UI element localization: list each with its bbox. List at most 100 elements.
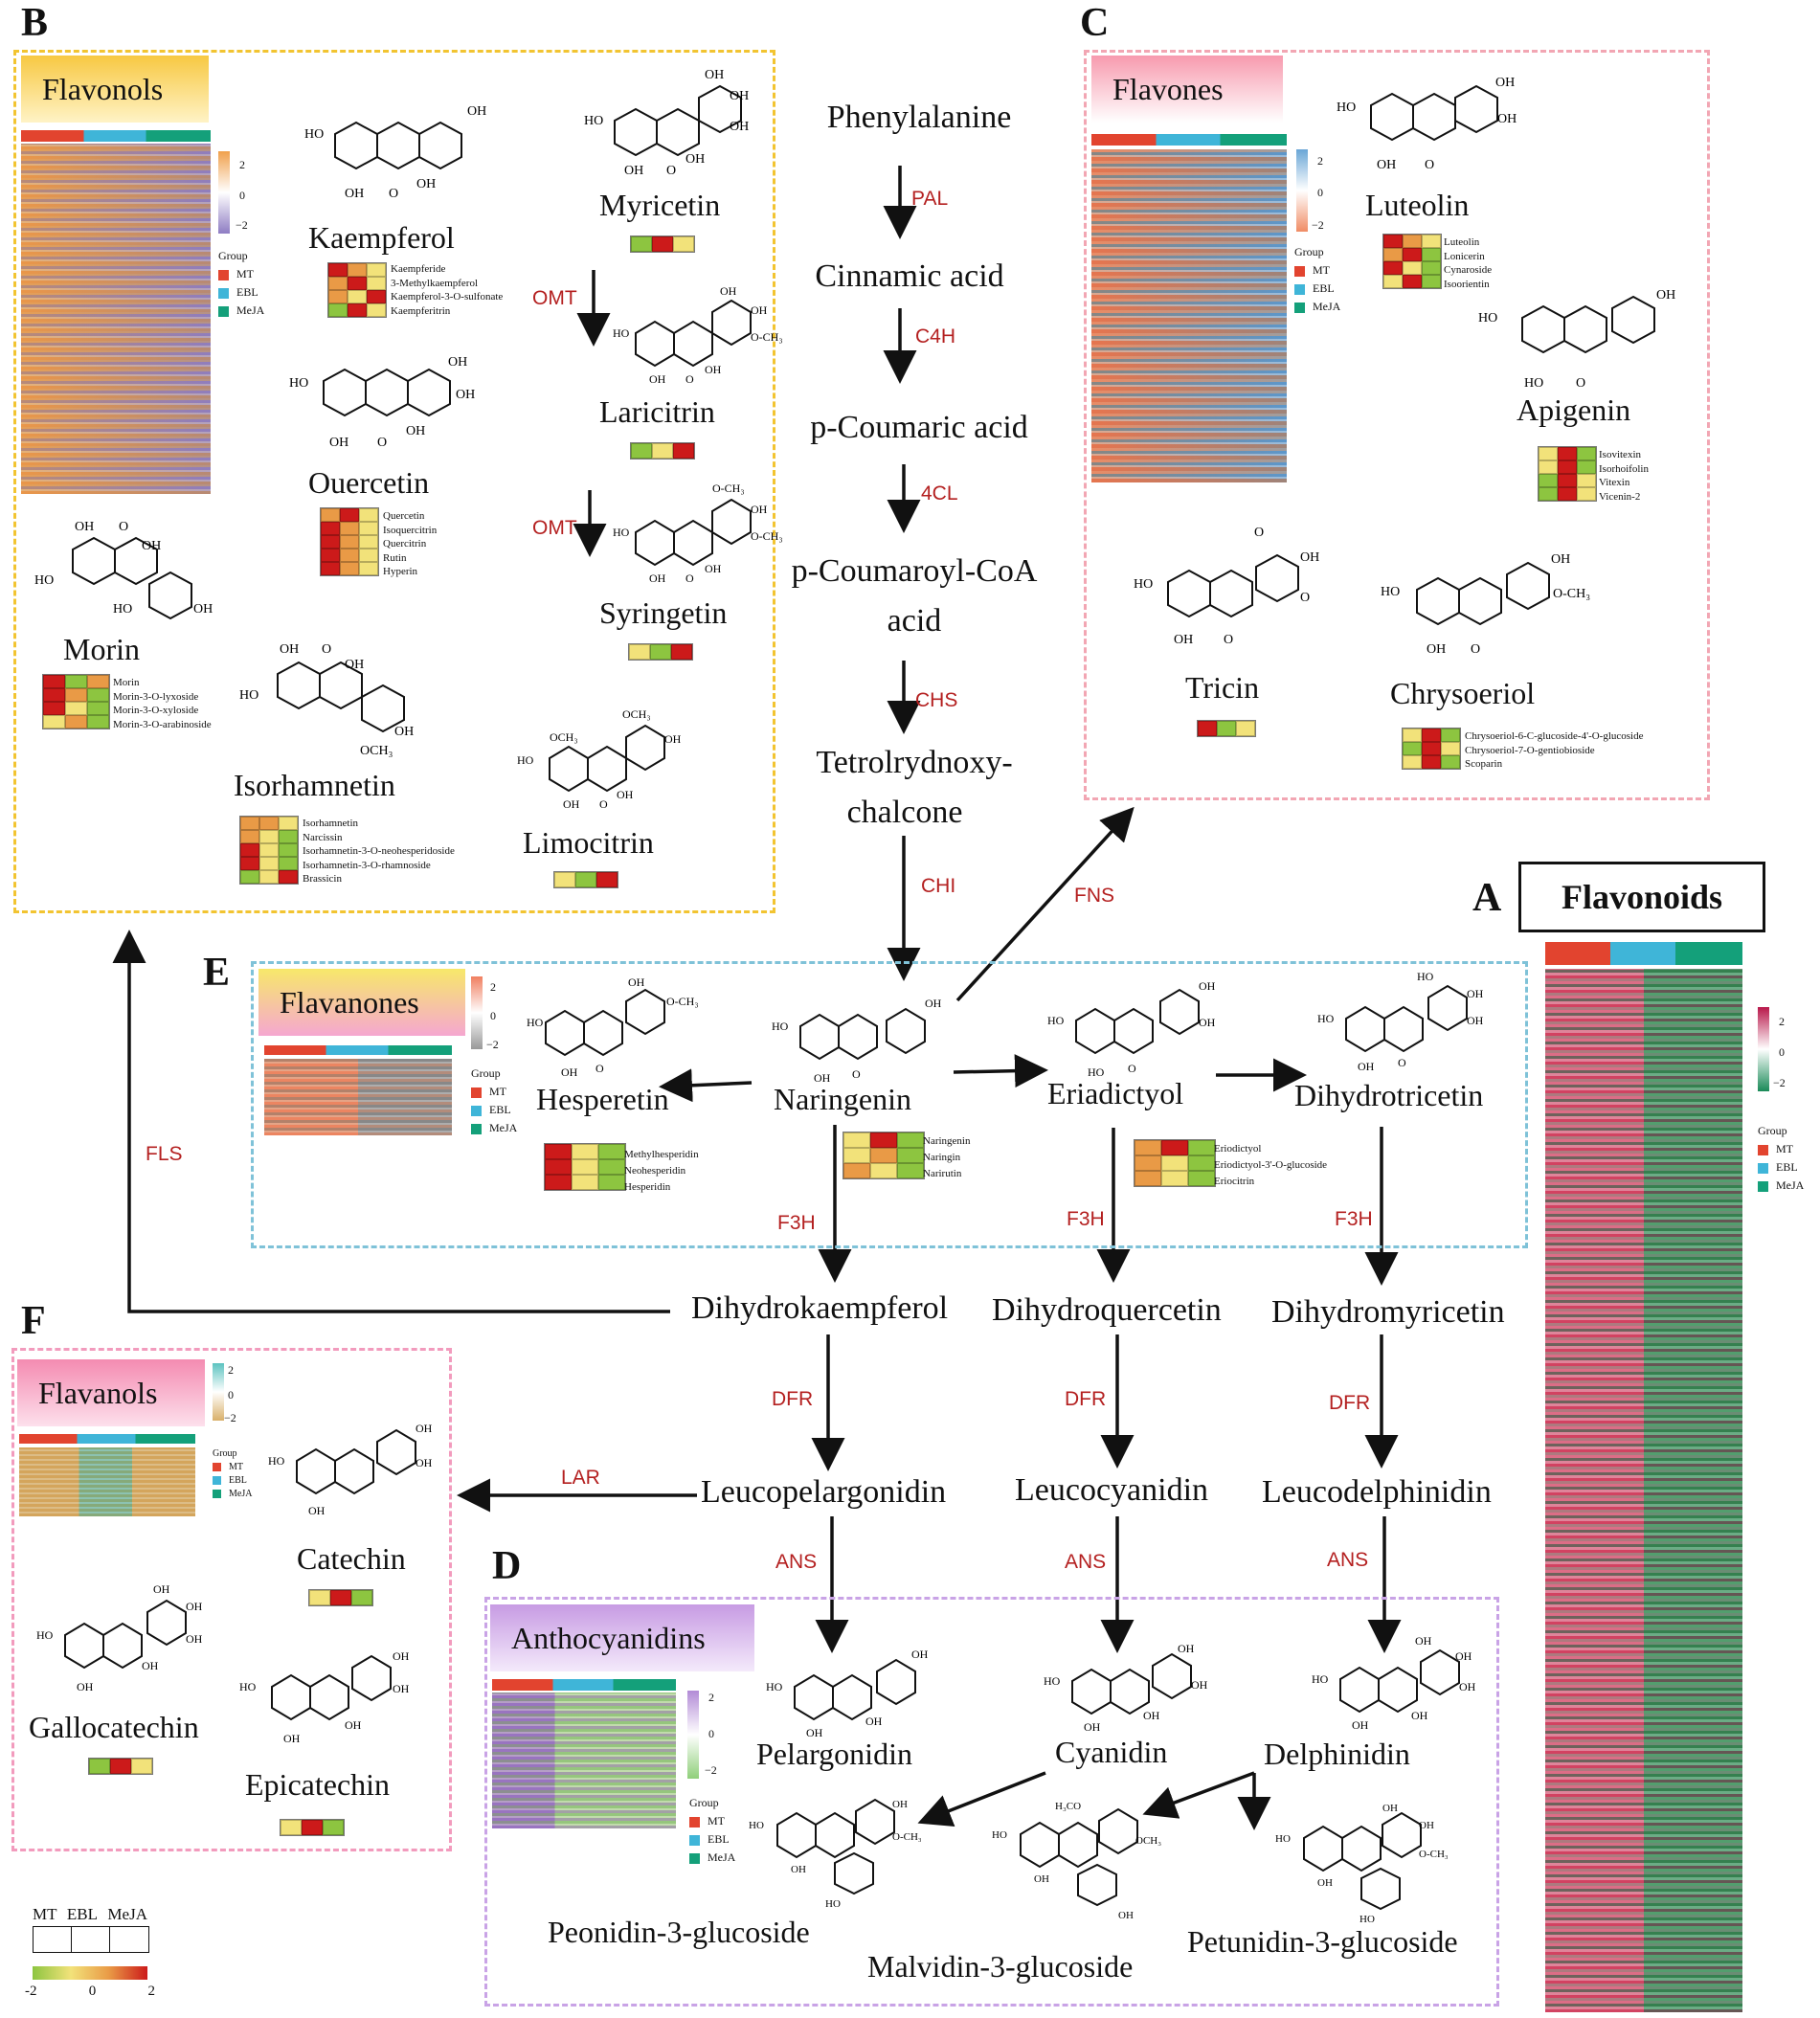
eriodictyol-minimap bbox=[1134, 1139, 1216, 1187]
node-tetrahydroxychalcone: Tetrolrydnoxy- bbox=[816, 745, 1013, 780]
quercetin-minimap bbox=[320, 507, 379, 576]
enzyme-ans-1: ANS bbox=[775, 1551, 818, 1573]
svg-text:OH: OH bbox=[416, 1456, 433, 1469]
flavones-heatmap bbox=[1091, 149, 1287, 482]
svg-text:HO: HO bbox=[34, 573, 54, 588]
svg-text:HO: HO bbox=[992, 1829, 1007, 1841]
enzyme-fls: FLS bbox=[146, 1143, 183, 1165]
enzyme-omt-2: OMT bbox=[532, 517, 577, 539]
panel-flavanols bbox=[11, 1348, 452, 1851]
svg-text:OH: OH bbox=[345, 187, 364, 201]
svg-text:O: O bbox=[685, 372, 694, 386]
cbar-tick: 2 bbox=[708, 1691, 714, 1704]
svg-text:OH: OH bbox=[393, 1649, 410, 1663]
svg-text:HO: HO bbox=[113, 602, 132, 617]
svg-text:OH: OH bbox=[1118, 1910, 1134, 1921]
node-leucocyanidin: Leucocyanidin bbox=[1015, 1472, 1209, 1508]
svg-text:OH: OH bbox=[1199, 1016, 1216, 1029]
svg-text:OH: OH bbox=[814, 1071, 831, 1085]
morin-minimap bbox=[42, 674, 110, 729]
cbar-tick: 0 bbox=[228, 1388, 234, 1401]
svg-text:OH: OH bbox=[751, 303, 768, 317]
svg-text:HO: HO bbox=[36, 1628, 54, 1642]
svg-text:OH: OH bbox=[1459, 1680, 1476, 1693]
svg-text:OH: OH bbox=[345, 658, 364, 672]
svg-text:HO: HO bbox=[1478, 311, 1497, 325]
cbar-tick: 0 bbox=[1779, 1045, 1785, 1059]
chrysoeriol-label: Chrysoeriol bbox=[1390, 676, 1536, 710]
svg-text:O-CH₃: O-CH₃ bbox=[1419, 1849, 1448, 1860]
bottom-legend-boxes bbox=[33, 1926, 149, 1953]
svg-text:OH: OH bbox=[720, 285, 737, 298]
tricin-label: Tricin bbox=[1185, 670, 1260, 705]
svg-text:O-CH₃: O-CH₃ bbox=[712, 484, 745, 495]
svg-text:OCH₃: OCH₃ bbox=[550, 730, 578, 744]
svg-text:OH: OH bbox=[1497, 112, 1517, 126]
svg-text:O: O bbox=[599, 797, 608, 811]
svg-text:OH: OH bbox=[1656, 288, 1675, 303]
svg-text:OH: OH bbox=[1411, 1709, 1428, 1722]
enzyme-chi: CHI bbox=[921, 875, 956, 897]
flavanones-title: Flavanones bbox=[258, 969, 465, 1036]
cbar-tick: 0 bbox=[239, 189, 245, 202]
flavanols-heatmap bbox=[19, 1447, 195, 1516]
svg-text:O: O bbox=[1254, 526, 1264, 540]
node-dihydroquercetin: Dihydroquercetin bbox=[992, 1292, 1222, 1328]
svg-text:OH: OH bbox=[193, 602, 213, 617]
svg-text:OCH₃: OCH₃ bbox=[360, 744, 393, 758]
svg-text:OH: OH bbox=[406, 424, 425, 438]
svg-text:OH: OH bbox=[1382, 1804, 1398, 1814]
svg-text:O: O bbox=[322, 642, 331, 657]
epicatechin-label: Epicatechin bbox=[245, 1767, 391, 1802]
flavonols-group-bar bbox=[21, 130, 211, 142]
anthocyanidins-group-bar bbox=[492, 1679, 676, 1691]
svg-text:OH: OH bbox=[308, 1504, 326, 1517]
legend-col-mt: MT bbox=[33, 1905, 57, 1923]
flavanones-heatmap bbox=[264, 1059, 452, 1135]
svg-text:OH: OH bbox=[1174, 633, 1193, 647]
flavonoids-group-bar bbox=[1545, 942, 1742, 965]
svg-text:HO: HO bbox=[1044, 1674, 1061, 1688]
svg-text:OH: OH bbox=[416, 177, 436, 191]
legend-col-ebl: EBL bbox=[66, 1905, 99, 1923]
enzyme-chs: CHS bbox=[915, 689, 958, 711]
luteolin-label: Luteolin bbox=[1365, 188, 1470, 222]
isorhamnetin-label: Isorhamnetin bbox=[234, 768, 395, 802]
flavanols-title: Flavanols bbox=[17, 1359, 205, 1426]
node-p-coumaric-acid: p-Coumaric acid bbox=[810, 410, 1028, 445]
svg-text:HO: HO bbox=[239, 1680, 257, 1693]
svg-text:OH: OH bbox=[142, 1659, 159, 1672]
cbar-tick: −2 bbox=[224, 1411, 236, 1424]
svg-text:O-CH₃: O-CH₃ bbox=[1553, 587, 1590, 601]
cbar-tick: 2 bbox=[228, 1363, 234, 1377]
node-leucodelphinidin: Leucodelphinidin bbox=[1262, 1474, 1492, 1510]
svg-text:OH: OH bbox=[1551, 552, 1570, 567]
flavonols-group-legend: Group MT EBL MeJA bbox=[218, 247, 264, 320]
svg-text:OH: OH bbox=[1358, 1060, 1375, 1073]
svg-text:HO: HO bbox=[1047, 1014, 1065, 1027]
legend-col-meja: MeJA bbox=[107, 1905, 147, 1923]
svg-text:OH: OH bbox=[791, 1864, 806, 1875]
svg-text:OH: OH bbox=[1199, 979, 1216, 993]
svg-text:OH: OH bbox=[892, 1799, 908, 1810]
gallocatechin-minimap bbox=[88, 1758, 153, 1775]
svg-text:O: O bbox=[595, 1062, 604, 1075]
flavonoids-group-legend: Group MT EBL MeJA bbox=[1758, 1124, 1805, 1192]
panel-flavanones bbox=[251, 961, 1528, 1248]
